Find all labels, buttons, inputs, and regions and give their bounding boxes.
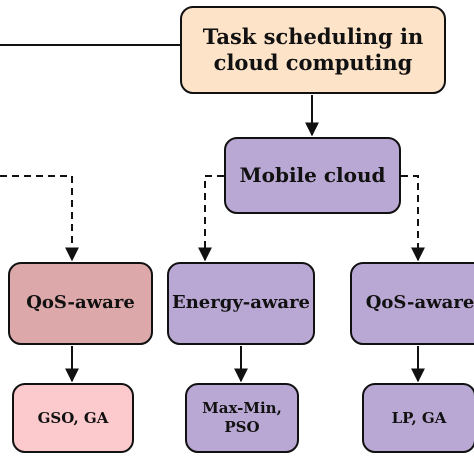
node-lp-ga: LP, GA xyxy=(362,383,474,453)
node-mobile-cloud: Mobile cloud xyxy=(224,137,401,214)
node-gso-ga: GSO, GA xyxy=(12,383,134,453)
dashed-arrow-mobile-to-energy xyxy=(198,175,224,262)
node-max-min-pso: Max-Min, PSO xyxy=(185,383,299,453)
node-task-scheduling: Task scheduling in cloud computing xyxy=(180,6,446,94)
dashed-arrow-mobile-to-right-qos xyxy=(401,175,425,262)
node-energy-aware: Energy-aware xyxy=(167,262,315,345)
node-qos-aware-left: QoS-aware xyxy=(8,262,153,345)
dashed-arrow-to-left-qos xyxy=(0,175,79,262)
node-qos-aware-right: QoS-aware xyxy=(350,262,474,345)
